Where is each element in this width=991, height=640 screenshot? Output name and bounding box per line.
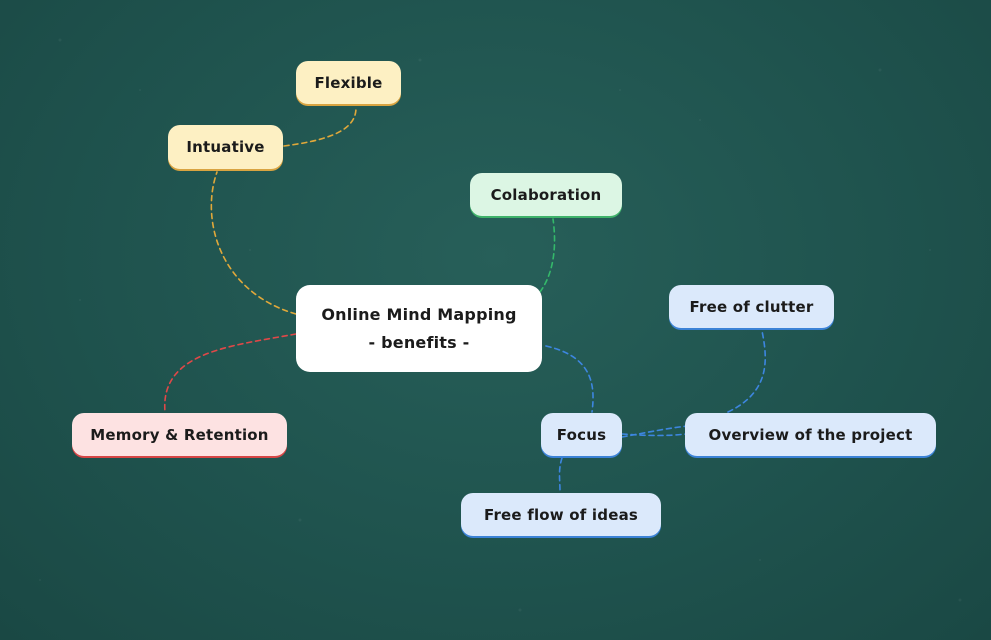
edge-focus-overview-alt: [621, 425, 689, 438]
node-free-of-clutter-label: Free of clutter: [689, 297, 814, 316]
central-topic[interactable]: Online Mind Mapping - benefits -: [296, 285, 542, 372]
edge-center-focus: [545, 345, 594, 413]
edge-focus-overview: [621, 433, 687, 437]
node-free-flow-of-ideas[interactable]: Free flow of ideas: [461, 493, 661, 536]
edge-focus-free-flow: [558, 457, 563, 493]
node-flexible[interactable]: Flexible: [296, 61, 401, 104]
node-colaboration-label: Colaboration: [490, 185, 602, 204]
edge-intuative-flexible: [283, 107, 357, 147]
node-flexible-label: Flexible: [314, 73, 383, 92]
node-focus-label: Focus: [556, 425, 607, 444]
node-overview-of-the-project[interactable]: Overview of the project: [685, 413, 936, 456]
edge-center-intuative: [210, 171, 297, 315]
node-colaboration[interactable]: Colaboration: [470, 173, 622, 216]
edge-center-memory: [164, 333, 297, 413]
central-topic-subtitle: - benefits -: [368, 332, 470, 352]
node-overview-label: Overview of the project: [708, 425, 913, 444]
node-memory-retention-label: Memory & Retention: [90, 425, 269, 444]
node-intuative[interactable]: Intuative: [168, 125, 283, 169]
edge-center-colaboration: [539, 218, 556, 293]
central-topic-title: Online Mind Mapping: [321, 304, 517, 324]
node-memory-retention[interactable]: Memory & Retention: [72, 413, 287, 456]
node-focus[interactable]: Focus: [541, 413, 622, 456]
node-free-flow-label: Free flow of ideas: [483, 505, 639, 524]
node-intuative-label: Intuative: [186, 138, 265, 156]
edge-overview-free-clutter: [727, 330, 767, 413]
node-free-of-clutter[interactable]: Free of clutter: [669, 285, 834, 328]
